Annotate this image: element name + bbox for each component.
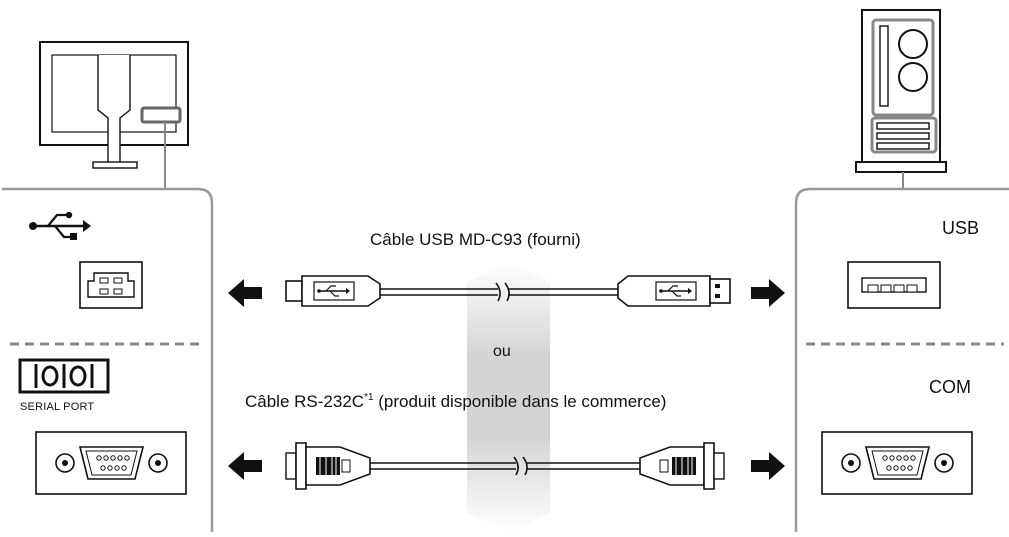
or-separator-band xyxy=(467,262,550,532)
usb-b-port xyxy=(79,261,143,309)
usb-cable xyxy=(285,275,731,307)
or-label: ou xyxy=(493,343,511,360)
serial-port-label: SERIAL PORT xyxy=(20,401,95,413)
pc-usb-label: USB xyxy=(942,218,980,238)
rs232c-cable-label-prefix: Câble RS-232C xyxy=(245,392,365,411)
arrow-icon xyxy=(751,452,785,480)
usb-symbol-icon xyxy=(655,281,697,301)
pc-port-panel xyxy=(794,187,1009,532)
serial-port-db9 xyxy=(35,431,187,495)
com-port-db9 xyxy=(821,431,973,495)
monitor-port-panel xyxy=(2,187,214,532)
rs232c-cable-label-suffix: (produit disponible dans le commerce) xyxy=(373,392,667,411)
rs232c-cable xyxy=(285,442,725,490)
usb-symbol-icon xyxy=(29,211,91,240)
usb-symbol-icon xyxy=(313,281,355,301)
rs232c-cable-label: Câble RS-232C*1 (produit disponible dans… xyxy=(245,392,666,412)
arrow-icon xyxy=(228,452,262,480)
serial-port-symbol-icon xyxy=(18,358,110,394)
usb-cable-label: Câble USB MD-C93 (fourni) xyxy=(370,230,581,249)
pc-com-label: COM xyxy=(929,377,971,397)
usb-a-port xyxy=(847,261,941,309)
monitor-icon xyxy=(39,41,189,189)
footnote-marker: *1 xyxy=(364,392,374,403)
pc-tower-icon xyxy=(855,9,947,189)
arrow-icon xyxy=(228,279,262,307)
arrow-icon xyxy=(751,279,785,307)
